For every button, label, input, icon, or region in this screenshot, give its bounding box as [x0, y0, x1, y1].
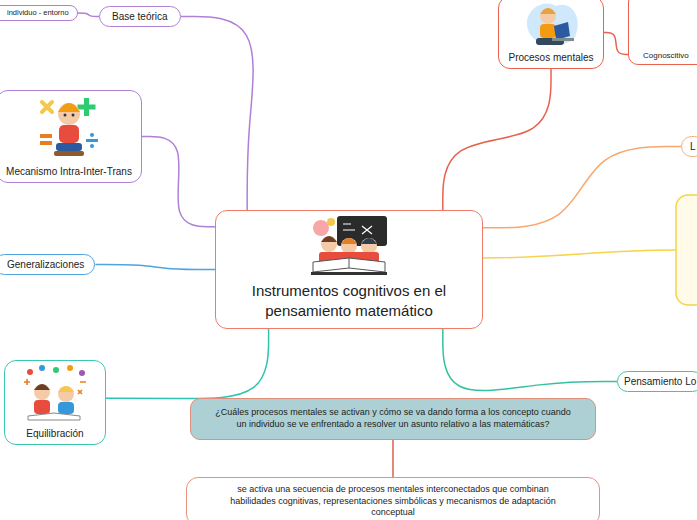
topic-box: Instrumentos cognitivos en el pensamient…: [215, 210, 483, 329]
topic-text: Procesos mentales: [503, 51, 599, 64]
topic-pill: L: [681, 136, 697, 157]
topic-pill: Generalizaciones: [0, 254, 95, 275]
math-illustration: [36, 94, 102, 160]
topic-box: se activa una secuencia de procesos ment…: [186, 477, 600, 520]
topic-box: Procesos mentales: [498, 0, 604, 69]
topic-box: Mecanismo Intra-Inter-Trans: [0, 90, 142, 183]
topic-label: Generalizaciones: [7, 258, 84, 271]
topic-box: ¿Cuáles procesos mentales se activan y c…: [190, 398, 596, 440]
branch-connector: [443, 69, 551, 210]
topic-box: Equilibración: [4, 360, 106, 445]
topic-text: Equilibración: [9, 427, 101, 440]
topic-pill: Pensamiento Lo: [617, 371, 697, 392]
branch-connector: [106, 329, 269, 399]
topic-text: Cognoscitivo: [643, 51, 697, 61]
topic-text: ¿Cuáles procesos mentales se activan y c…: [211, 407, 575, 430]
topic-label: Base teórica: [112, 10, 168, 23]
cut-off-topic: [676, 195, 697, 305]
branch-connector: [181, 17, 254, 211]
topic-label: individuo - entorno: [7, 8, 69, 18]
topic-text: Mecanismo Intra-Inter-Trans: [3, 165, 135, 178]
topic-label: L: [690, 140, 696, 153]
branch-connector: [443, 329, 617, 391]
branch-connector: [78, 13, 99, 17]
topic-label: Pensamiento Lo: [624, 375, 696, 388]
topic-text: se activa una secuencia de procesos ment…: [217, 484, 569, 519]
center-illustration: [307, 214, 391, 276]
branch-connector: [95, 265, 215, 270]
topic-text: Instrumentos cognitivos en el pensamient…: [228, 281, 470, 320]
topic-box: Cognoscitivo: [628, 0, 697, 65]
topic-pill: individuo - entorno: [0, 5, 78, 21]
branch-line: [483, 250, 676, 258]
branch-connector: [392, 440, 394, 477]
laptop-illustration: [522, 0, 580, 52]
numbers-illustration: [20, 364, 90, 422]
branch-connector: [142, 137, 215, 227]
branch-connector: [604, 33, 628, 55]
branch-connector: [483, 147, 681, 228]
topic-pill: Base teórica: [99, 6, 181, 27]
